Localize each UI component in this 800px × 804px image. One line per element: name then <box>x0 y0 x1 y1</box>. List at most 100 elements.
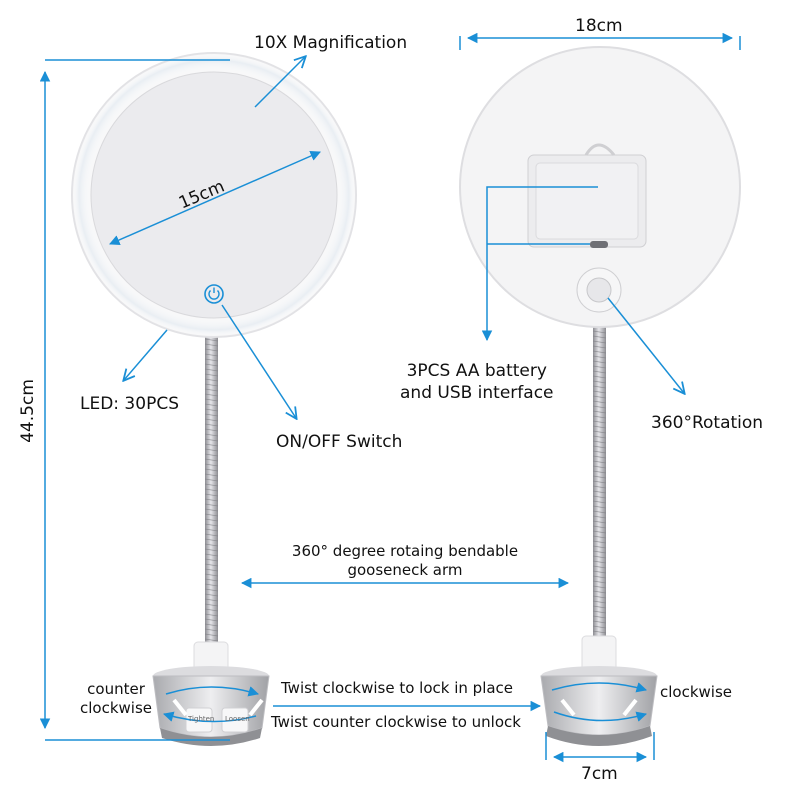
arm-coil <box>592 525 607 529</box>
arm-coil <box>592 450 607 454</box>
arm-coil <box>204 548 219 552</box>
arm-coil <box>204 618 219 622</box>
arm-coil <box>592 460 607 464</box>
arm-coil <box>592 490 607 494</box>
arm-coil <box>592 365 607 369</box>
arm-coil <box>204 573 219 577</box>
arm-coil <box>204 483 219 487</box>
arm-coil <box>204 383 219 387</box>
arm-coil <box>204 533 219 537</box>
arm-coil <box>204 558 219 562</box>
arm-coil <box>204 633 219 637</box>
arm-coil <box>592 615 607 619</box>
arm-coil <box>204 403 219 407</box>
arm-coil <box>204 553 219 557</box>
arm-coil <box>592 435 607 439</box>
arm-coil <box>204 623 219 627</box>
arm-coil <box>204 543 219 547</box>
arm-coil <box>204 433 219 437</box>
base-tighten-label: Tighten <box>188 715 215 723</box>
arm-coil <box>592 380 607 384</box>
arm-coil <box>592 550 607 554</box>
arm-coil <box>204 598 219 602</box>
gooseneck-line-1: 360° degree rotaing bendable <box>291 542 519 560</box>
magnification-label: 10X Magnification <box>254 33 408 53</box>
arm-coil <box>204 488 219 492</box>
arm-coil <box>204 523 219 527</box>
annotation-arrows <box>39 32 741 763</box>
usb-port <box>590 241 608 248</box>
arm-coil <box>204 373 219 377</box>
arm-coil <box>204 468 219 472</box>
arm-coil <box>592 560 607 564</box>
arm-coil <box>204 438 219 442</box>
base-width-label: 7cm <box>581 764 618 784</box>
arm-coil <box>592 415 607 419</box>
arm-coil <box>204 583 219 587</box>
arm-coil <box>204 428 219 432</box>
arm-coil <box>204 593 219 597</box>
arm-coil <box>204 498 219 502</box>
arm-coil <box>592 385 607 389</box>
rotation-label: 360°Rotation <box>651 413 764 433</box>
arm-coil <box>592 440 607 444</box>
arm-coil <box>592 335 607 339</box>
arm-coil <box>592 465 607 469</box>
arm-coil <box>204 398 219 402</box>
arm-coil <box>204 538 219 542</box>
base-loosen-label: Loosen <box>225 715 250 723</box>
arm-coil <box>204 463 219 467</box>
arm-coil <box>204 353 219 357</box>
gooseneck-arm-left <box>204 330 219 660</box>
arm-coil <box>204 503 219 507</box>
arm-coil <box>204 378 219 382</box>
arm-coil <box>592 510 607 514</box>
arm-coil <box>204 513 219 517</box>
counter-clockwise-label: counter clockwise <box>80 680 152 718</box>
arm-coil <box>592 360 607 364</box>
arm-coil <box>592 400 607 404</box>
arm-coil <box>204 418 219 422</box>
arm-coil <box>204 568 219 572</box>
arm-coil <box>592 595 607 599</box>
arm-coil <box>592 455 607 459</box>
arm-coil <box>592 565 607 569</box>
switch-label: ON/OFF Switch <box>276 432 403 452</box>
arm-coil <box>592 370 607 374</box>
arm-coil <box>204 478 219 482</box>
arm-coil <box>204 338 219 342</box>
arm-coil <box>592 345 607 349</box>
power-icon[interactable] <box>204 284 224 304</box>
arm-coil <box>204 393 219 397</box>
gooseneck-label: 360° degree rotaing bendable gooseneck a… <box>280 542 530 580</box>
arm-coil <box>592 620 607 624</box>
arm-coil <box>592 605 607 609</box>
arm-coil <box>592 470 607 474</box>
arm-coil <box>204 413 219 417</box>
arm-coil <box>204 458 219 462</box>
arm-coil <box>592 555 607 559</box>
arm-coil <box>592 520 607 524</box>
arm-coil <box>592 535 607 539</box>
arm-coil <box>204 443 219 447</box>
arm-coil <box>592 445 607 449</box>
battery-line-1: 3PCS AA battery <box>406 361 547 381</box>
gooseneck-line-2: gooseneck arm <box>347 561 463 579</box>
arm-coil <box>592 630 607 634</box>
back-mirror <box>459 46 741 328</box>
suction-base-right <box>540 635 658 746</box>
arm-coil <box>592 570 607 574</box>
arm-coil <box>204 473 219 477</box>
arm-coil <box>592 340 607 344</box>
unlock-label: Twist counter clockwise to unlock <box>271 713 521 731</box>
arm-coil <box>592 430 607 434</box>
arm-coil <box>204 343 219 347</box>
arm-coil <box>592 480 607 484</box>
arm-coil <box>592 355 607 359</box>
arm-coil <box>592 625 607 629</box>
arm-coil <box>592 590 607 594</box>
arm-coil <box>592 395 607 399</box>
arm-coil <box>204 448 219 452</box>
arm-coil <box>592 485 607 489</box>
arm-coil <box>204 613 219 617</box>
